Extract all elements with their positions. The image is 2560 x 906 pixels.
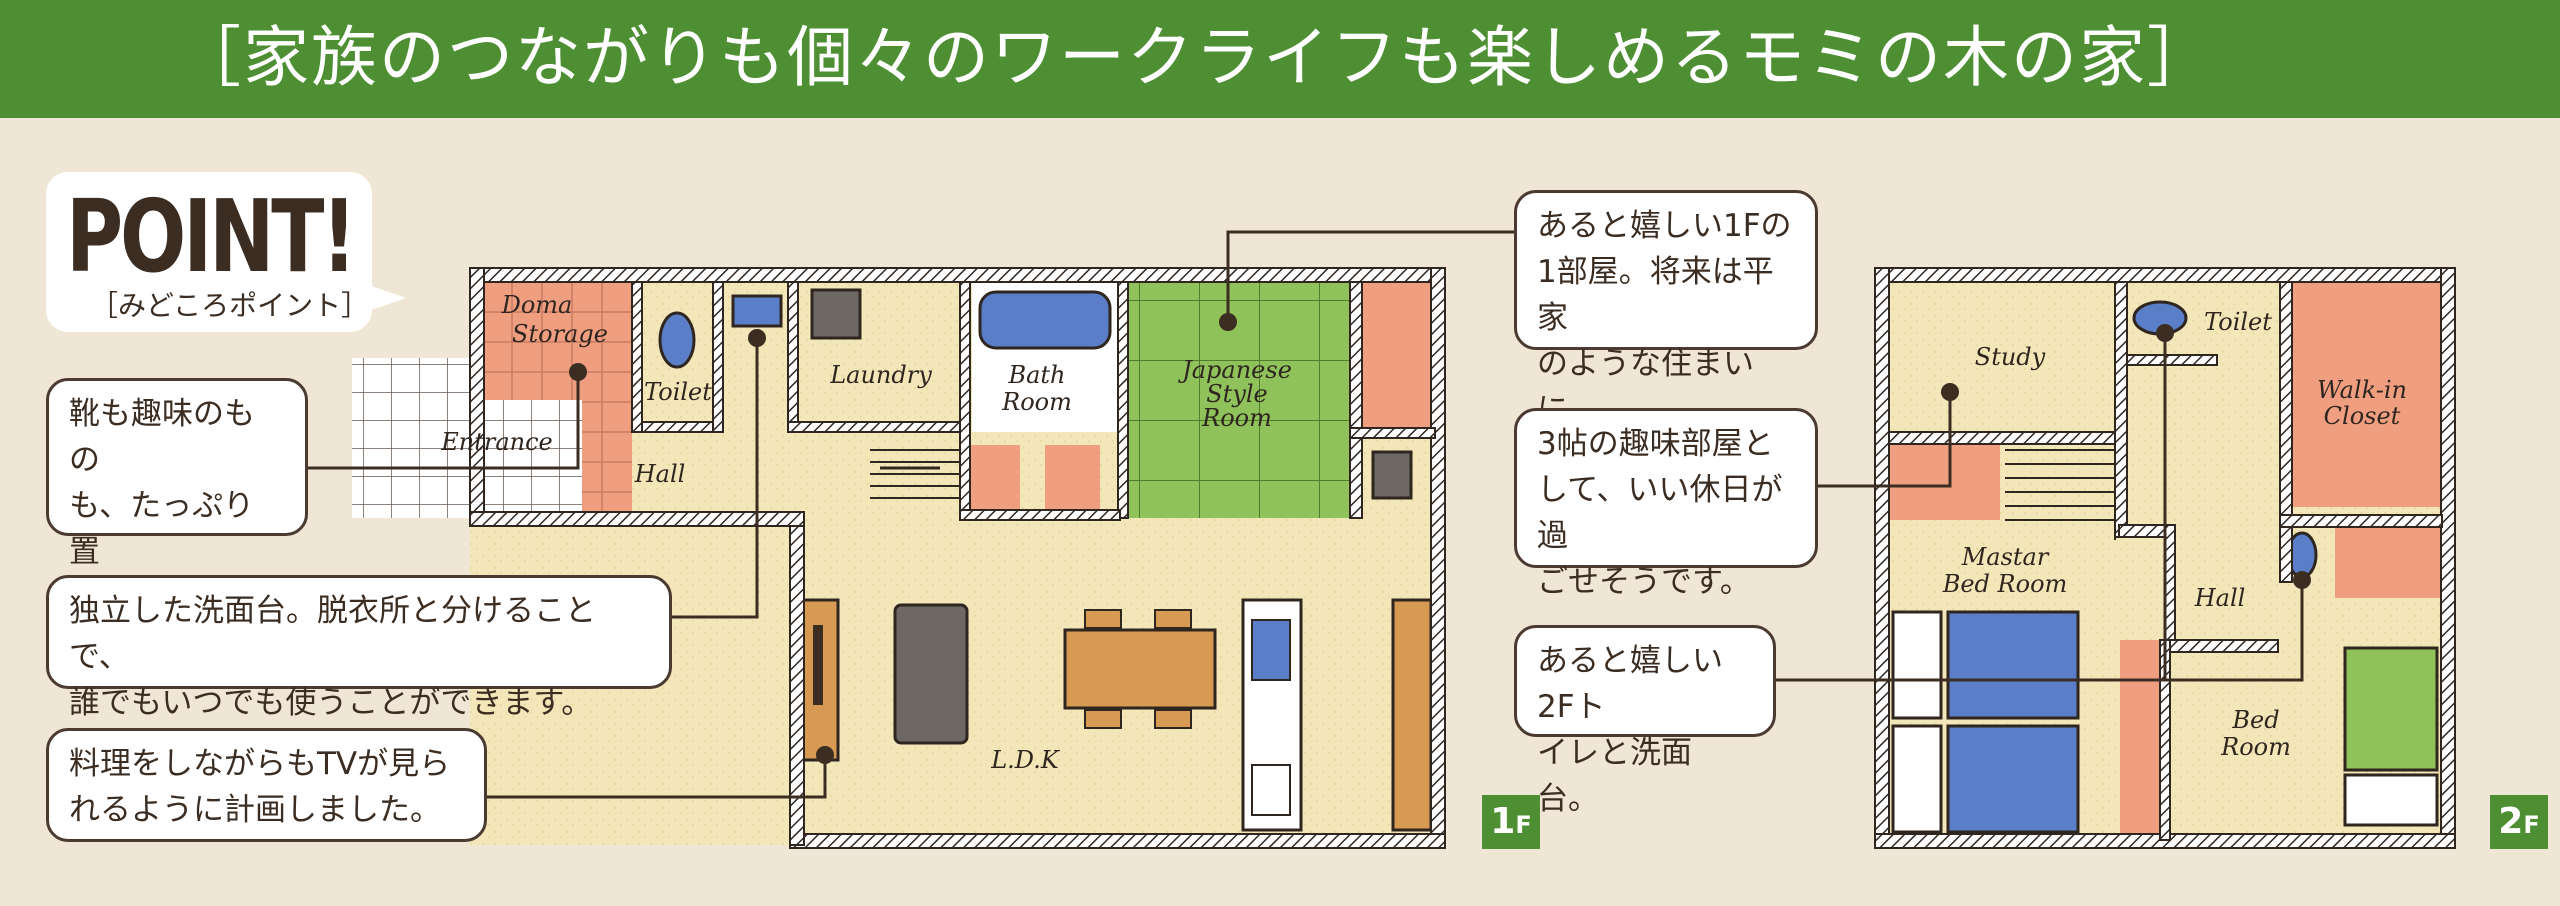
tv	[813, 625, 823, 705]
callout-tv-plan: 料理をしながらもTVが見ら れるように計画しました。	[46, 728, 487, 842]
room-label-japanese: Style	[1206, 380, 1268, 408]
master-bed-1-head	[1891, 610, 1943, 720]
dining-chair	[1084, 609, 1122, 629]
floor-badge-1f-suffix: F	[1515, 811, 1532, 839]
bed-room-bed-head	[2343, 773, 2439, 827]
room-label-study: Study	[1975, 343, 2046, 371]
walkin-closet-floor	[2290, 282, 2442, 507]
kitchen-stove	[1251, 764, 1291, 816]
callout-dots	[569, 313, 2311, 764]
kitchen-sink	[1251, 619, 1291, 681]
callout-first-floor-room: あると嬉しい1Fの 1部屋。将来は平家 のような住まいに。	[1514, 190, 1818, 428]
master-bed-2-head	[1891, 724, 1943, 834]
storage-b	[1045, 445, 1100, 515]
master-bed-1	[1946, 610, 2080, 720]
master-bed-2	[1946, 724, 2080, 834]
callout-connectors	[308, 230, 2304, 799]
washing-machine	[810, 288, 862, 340]
bedroom-closet	[2335, 528, 2443, 598]
callout-shoes-storage: 靴も趣味のもの も、たっぷり置 ける土間収納。	[46, 378, 308, 662]
room-label-doma: Storage	[512, 320, 608, 348]
floor-badge-2f-number: 2	[2498, 801, 2524, 842]
dining-chair	[1154, 609, 1192, 629]
room-label-laundry: Laundry	[829, 361, 932, 389]
room-label-hall-2f: Hall	[2194, 584, 2246, 612]
walls-2f	[1874, 267, 2456, 849]
stairs-1f	[870, 449, 960, 499]
toilet-1f-fixture	[658, 311, 696, 369]
room-label-ldk: L.D.K	[990, 746, 1061, 774]
entrance-porch	[352, 358, 482, 518]
walls-1f	[469, 267, 1446, 849]
closet-salmon-1f	[1362, 282, 1430, 432]
room-label-entrance: Entrance	[440, 428, 553, 456]
master-closet	[2120, 640, 2162, 840]
room-label-bed: Room	[2220, 733, 2291, 761]
room-label-hall-1f: Hall	[634, 460, 686, 488]
dining-chair	[1084, 709, 1122, 729]
bathtub	[978, 290, 1112, 350]
room-label-japanese: Room	[1201, 404, 1272, 432]
study-closet	[1890, 445, 2000, 520]
room-label-doma: Doma	[501, 291, 573, 319]
callout-second-floor-toilet: あると嬉しい2Fト イレと洗面台。	[1514, 625, 1776, 817]
room-label-japanese: Japanese	[1177, 356, 1292, 384]
room-label-master: Mastar	[1961, 543, 2050, 571]
washstand-1f	[731, 294, 783, 328]
point-bubble: POINT! ［みどころポイント］	[46, 172, 372, 332]
fridge	[1371, 450, 1413, 500]
dining-chair	[1154, 709, 1192, 729]
sofa	[893, 603, 969, 745]
room-label-bed: Bed	[2231, 706, 2279, 734]
dining-table	[1063, 628, 1217, 710]
storage-a	[965, 445, 1020, 515]
banner-title: ［家族のつながりも個々のワークライフも楽しめるモミの木の家］	[175, 19, 2215, 96]
room-label-bath: Bath	[1007, 361, 1065, 389]
floor-badge-1f-number: 1	[1490, 801, 1516, 842]
point-title: POINT!	[66, 178, 357, 295]
floor-badge-2f: 2F	[2490, 795, 2548, 849]
callout-washstand: 独立した洗面台。脱衣所と分けることで、 誰でもいつでも使うことができます。	[46, 575, 672, 721]
floor-badge-2f-suffix: F	[2523, 811, 2540, 839]
room-label-walkin: Walk-in	[2317, 376, 2407, 404]
bed-room-bed	[2343, 646, 2439, 772]
room-label-master: Bed Room	[1942, 570, 2068, 598]
point-subtitle: ［みどころポイント］	[90, 289, 370, 322]
callout-hobby-room: 3帖の趣味部屋と して、いい休日が過 ごせそうです。	[1514, 408, 1818, 600]
room-label-walkin: Closet	[2324, 402, 2401, 430]
room-label-toilet-1f: Toilet	[644, 378, 712, 406]
room-label-toilet-2f: Toilet	[2204, 308, 2272, 336]
first-floor-plan	[352, 267, 1446, 849]
japanese-room-tatami	[1125, 282, 1350, 518]
room-label-bath: Room	[1001, 388, 1072, 416]
floor-badge-1f: 1F	[1482, 795, 1540, 849]
cupboard	[1391, 598, 1433, 832]
entrance-floor	[482, 400, 582, 512]
point-bubble-tail	[360, 282, 406, 314]
title-banner: ［家族のつながりも個々のワークライフも楽しめるモミの木の家］	[0, 0, 2560, 118]
